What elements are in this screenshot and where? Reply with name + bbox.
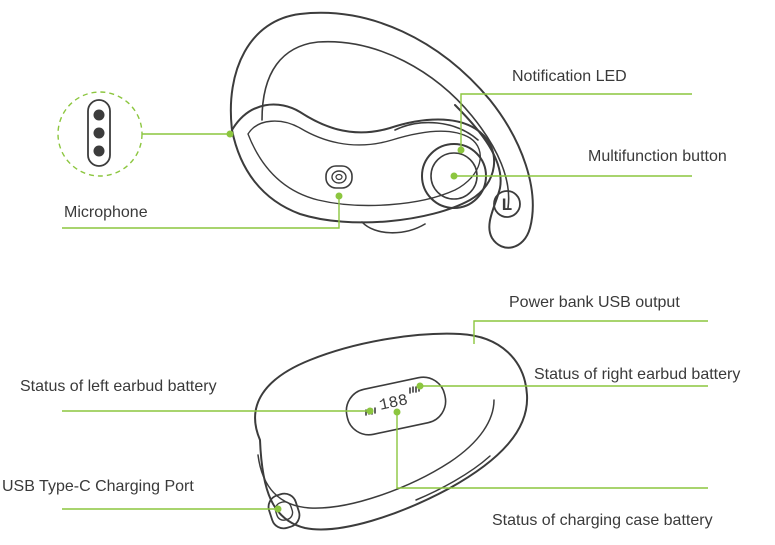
earbud-hook-outer <box>229 11 534 249</box>
label-status-left-earbud-battery: Status of left earbud battery <box>20 378 217 395</box>
earbud-body-inner <box>247 120 481 207</box>
leader-power-bank-usb <box>473 320 708 344</box>
left-side-marker: L <box>493 190 521 218</box>
label-notification-led: Notification LED <box>512 68 627 85</box>
microphone-inset <box>57 91 143 177</box>
case-outer <box>254 332 529 531</box>
earbud: L <box>229 11 534 249</box>
case-display-window <box>345 376 447 436</box>
leader-endpoints <box>226 130 465 513</box>
leader-lines <box>62 93 708 510</box>
leader-case-battery <box>396 412 708 489</box>
earbud-hook-inner <box>261 40 510 209</box>
case-lid-seam <box>257 399 495 509</box>
side-marker-letter: L <box>502 195 512 214</box>
earbud-tip <box>361 121 479 234</box>
label-status-charging-case-battery: Status of charging case battery <box>492 512 713 529</box>
case-display-digits: 188 <box>378 391 410 415</box>
earbud-body-outer <box>231 103 496 224</box>
label-microphone: Microphone <box>64 204 148 221</box>
leader-microphone <box>62 196 340 229</box>
label-usb-type-c-charging-port: USB Type-C Charging Port <box>2 478 194 495</box>
charging-case: 188 <box>254 332 529 531</box>
microphone-port <box>325 165 353 189</box>
label-power-bank-usb-output: Power bank USB output <box>509 294 680 311</box>
label-multifunction-button: Multifunction button <box>588 148 727 165</box>
usb-c-port <box>267 492 301 530</box>
case-bottom-edge <box>415 455 491 501</box>
leader-notification-led <box>460 93 692 150</box>
label-status-right-earbud-battery: Status of right earbud battery <box>534 366 741 383</box>
